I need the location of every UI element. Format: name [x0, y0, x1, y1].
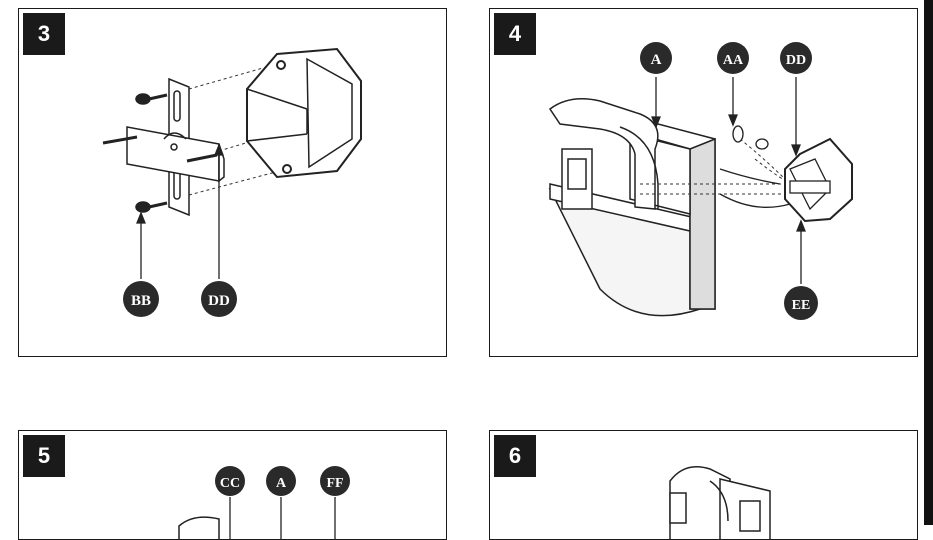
- callout-label: DD: [208, 293, 230, 309]
- bracket-mount-illustration: BB DD: [102, 47, 362, 317]
- step-number: 6: [494, 435, 536, 477]
- step-5-illustration: CC A FF: [178, 466, 350, 539]
- callout-dd: DD: [780, 42, 812, 74]
- callout-ee: EE: [784, 286, 818, 320]
- callout-cc: CC: [215, 466, 245, 496]
- callout-label: DD: [786, 53, 806, 68]
- callout-label: AA: [723, 53, 744, 68]
- step-panel-3: 3: [18, 8, 447, 357]
- callout-label: A: [276, 476, 287, 491]
- callout-a: A: [640, 42, 672, 74]
- callout-label: A: [651, 52, 662, 68]
- callout-label: FF: [326, 476, 343, 491]
- step-6-illustration: [669, 466, 771, 539]
- callout-a: A: [266, 466, 296, 496]
- octagon-box: [784, 137, 853, 223]
- callout-bb: BB: [123, 281, 159, 317]
- callout-dd: DD: [201, 281, 237, 317]
- fixture-wiring-illustration: A AA DD EE: [548, 42, 853, 320]
- callout-label: EE: [792, 298, 811, 313]
- callout-ff: FF: [320, 466, 350, 496]
- step-panel-5: 5 CC A FF: [18, 430, 447, 540]
- callout-label: CC: [220, 476, 240, 491]
- octagon-box: [246, 47, 362, 179]
- step-number: 3: [23, 13, 65, 55]
- step-number: 5: [23, 435, 65, 477]
- callout-aa: AA: [717, 42, 749, 74]
- step-panel-6: 6: [489, 430, 918, 540]
- page-edge-bar: [924, 0, 933, 525]
- step-number: 4: [494, 13, 536, 55]
- step-panel-4: 4: [489, 8, 918, 357]
- callout-label: BB: [131, 293, 151, 309]
- screw: [102, 93, 218, 213]
- mounting-bracket: [126, 77, 225, 217]
